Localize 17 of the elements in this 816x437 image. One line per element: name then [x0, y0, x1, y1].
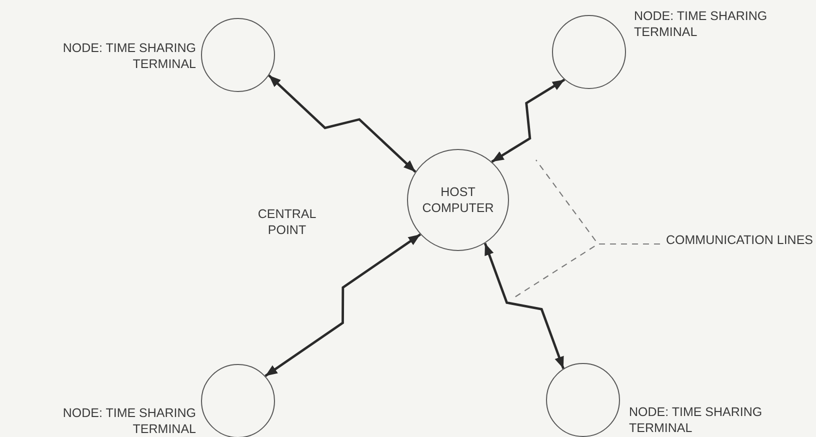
node-caption: NODE: TIME SHARING TERMINAL: [634, 8, 768, 40]
diagram-label: CENTRAL POINT: [256, 206, 318, 238]
host-circle: [407, 149, 509, 251]
node-label: HOST COMPUTER: [421, 184, 495, 216]
communication-link-arrow: [268, 74, 416, 173]
communication-link-arrow: [484, 242, 565, 370]
terminal-circle: [546, 363, 620, 437]
terminal-circle: [201, 364, 275, 437]
leader-line: [514, 243, 660, 298]
node-caption: NODE: TIME SHARING TERMINAL: [62, 40, 196, 72]
communication-link-arrow: [264, 233, 422, 378]
node-caption: NODE: TIME SHARING TERMINAL: [62, 405, 196, 437]
terminal-circle: [201, 18, 275, 92]
callout-label: COMMUNICATION LINES: [665, 232, 814, 248]
communication-link-arrow: [491, 78, 566, 163]
terminal-circle: [552, 15, 626, 89]
node-caption: NODE: TIME SHARING TERMINAL: [629, 404, 764, 436]
